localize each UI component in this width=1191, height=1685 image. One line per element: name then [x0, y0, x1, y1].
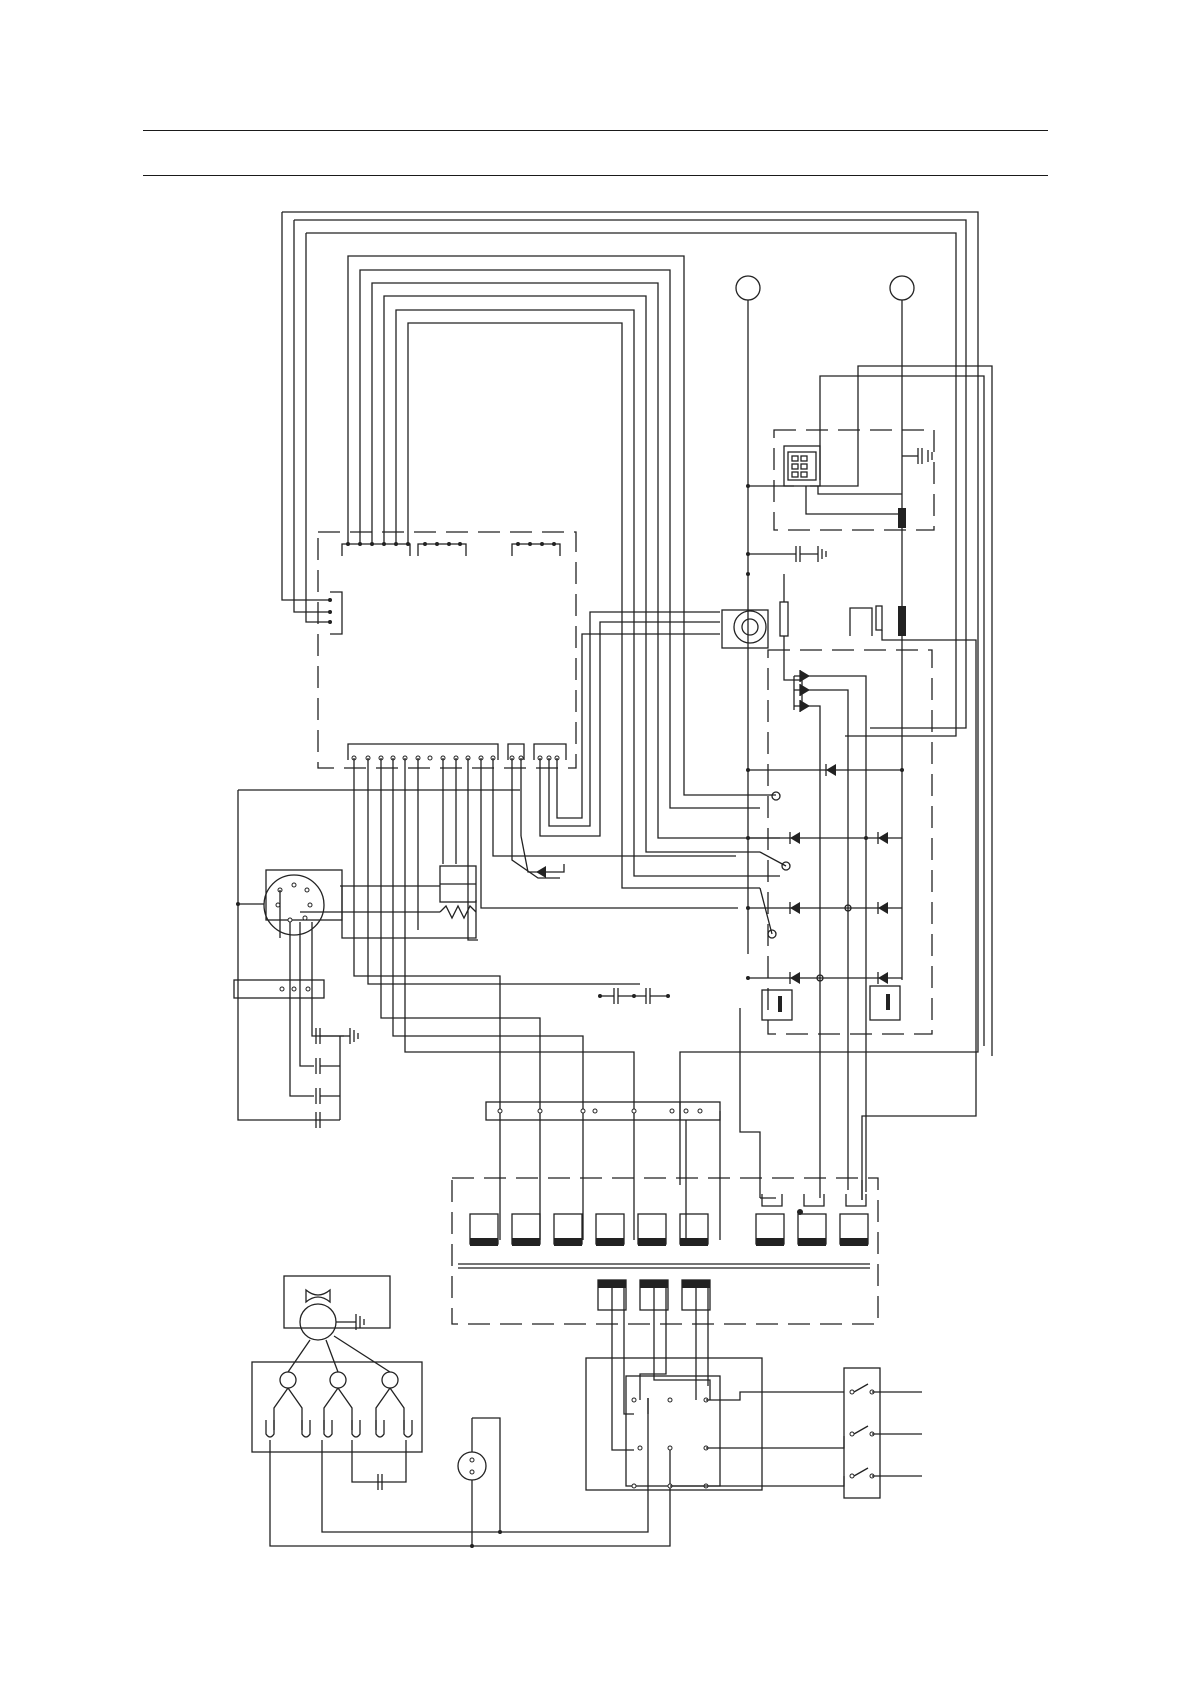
transformer-coil: [722, 574, 976, 1200]
ribbon-wires-upper: [348, 256, 780, 888]
motor-connector: [236, 790, 476, 1120]
ground-icon: [350, 1028, 358, 1044]
ground-capacitor: [748, 546, 826, 562]
led-indicator: [521, 836, 564, 878]
heater-elements-upper: [470, 1214, 868, 1246]
selector-switch: [252, 1336, 670, 1546]
main-control-board: [318, 532, 576, 768]
relay-module: [300, 866, 476, 918]
terminal-block: [486, 1008, 760, 1240]
power-switch-block: [844, 1368, 922, 1498]
fan-motor: [284, 1276, 390, 1340]
heater-elements: [452, 1178, 878, 1324]
board-bottom-wires: [238, 612, 738, 1240]
terminal-strip-left: [234, 922, 324, 1096]
board-left-pins: [328, 598, 332, 624]
capacitor-array: [314, 1028, 358, 1128]
rectifier-diode-block: [746, 650, 932, 1192]
lamp: [458, 1418, 502, 1548]
capacitors-middle: [598, 988, 670, 1004]
outer-harness-wires: [282, 212, 978, 1185]
contactor-block: [586, 1288, 844, 1490]
